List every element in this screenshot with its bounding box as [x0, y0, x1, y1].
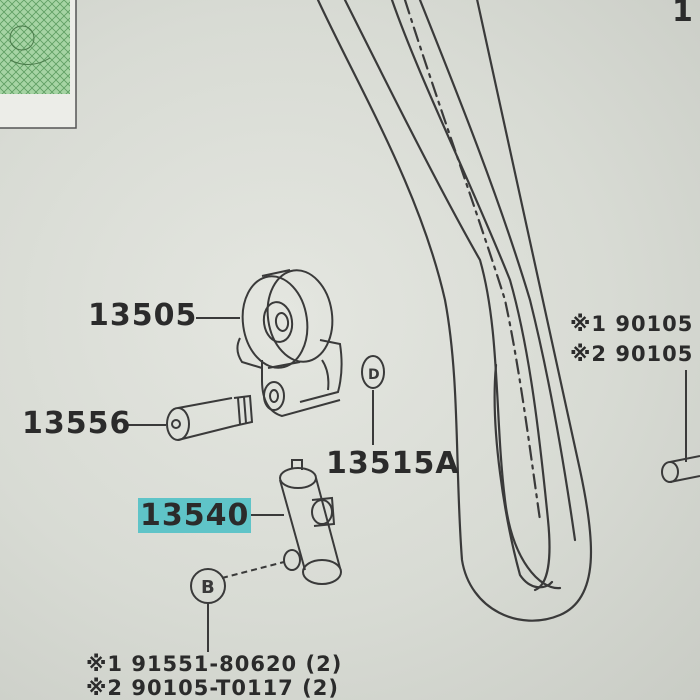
label-tensioner-pulley: 13505: [88, 298, 198, 333]
tensioner-pulley-drawing: [236, 269, 343, 418]
callout-circles: [190, 568, 226, 604]
callout-lines: [124, 317, 687, 652]
label-bolt-ref-2: ※2 90105: [570, 342, 694, 366]
label-bolt-ref-1: ※1 90105: [570, 312, 694, 336]
bolt-drawing: [166, 394, 254, 441]
washer-drawing: [361, 355, 385, 445]
drive-belt: [316, 0, 593, 622]
label-part-ref-2: ※2 90105-T0117 (2): [86, 676, 339, 700]
circle-b-label: B: [201, 577, 215, 598]
tensioner-drawing: [221, 459, 342, 585]
inset-panel: [0, 0, 77, 129]
label-corner-partial: 1: [672, 0, 694, 29]
label-bolt: 13556: [22, 406, 132, 441]
label-part-ref-1: ※1 91551-80620 (2): [86, 652, 343, 676]
label-tensioner: 13540: [138, 498, 252, 533]
circle-d-label: D: [368, 367, 380, 383]
right-bolt-drawing: [661, 455, 700, 483]
label-washer: 13515A: [326, 446, 460, 481]
